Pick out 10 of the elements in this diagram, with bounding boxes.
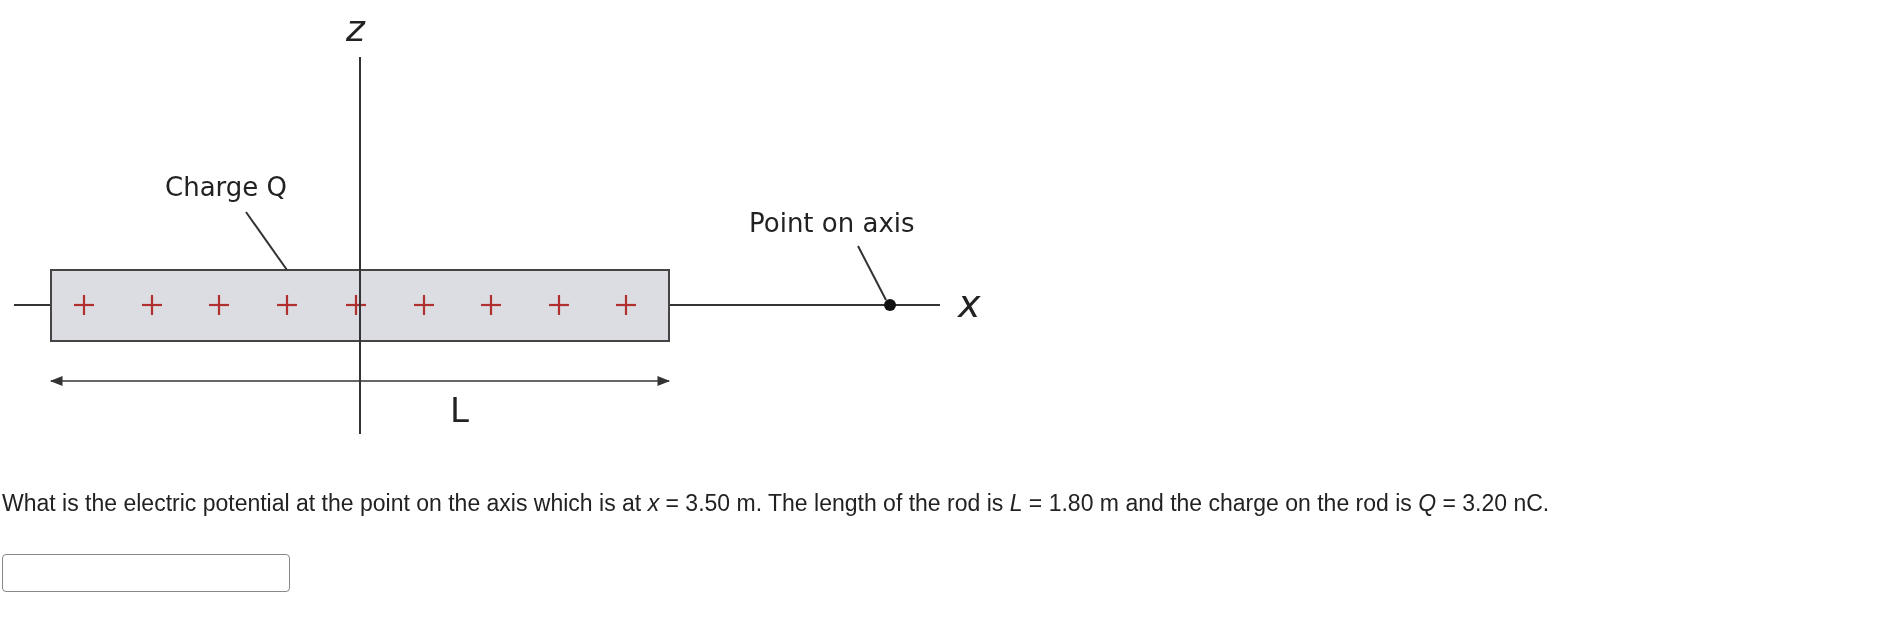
axis-label: x bbox=[958, 282, 981, 326]
question-text: What is the electric potential at the point on the axis which is at x = 3.50 m. The length of the rod is L = 1.80 m and the charge on the rod is Q = 3.20 nC. bbox=[2, 490, 1550, 517]
leader-line bbox=[245, 211, 288, 271]
callout-text: Charge Q bbox=[165, 172, 288, 202]
point-marker bbox=[884, 299, 896, 311]
callout-text: Point on axis bbox=[749, 208, 915, 238]
leader-line bbox=[857, 245, 887, 301]
charged-rod bbox=[50, 269, 670, 342]
dimension-label: L bbox=[450, 390, 469, 430]
axis-label: z bbox=[346, 8, 365, 49]
